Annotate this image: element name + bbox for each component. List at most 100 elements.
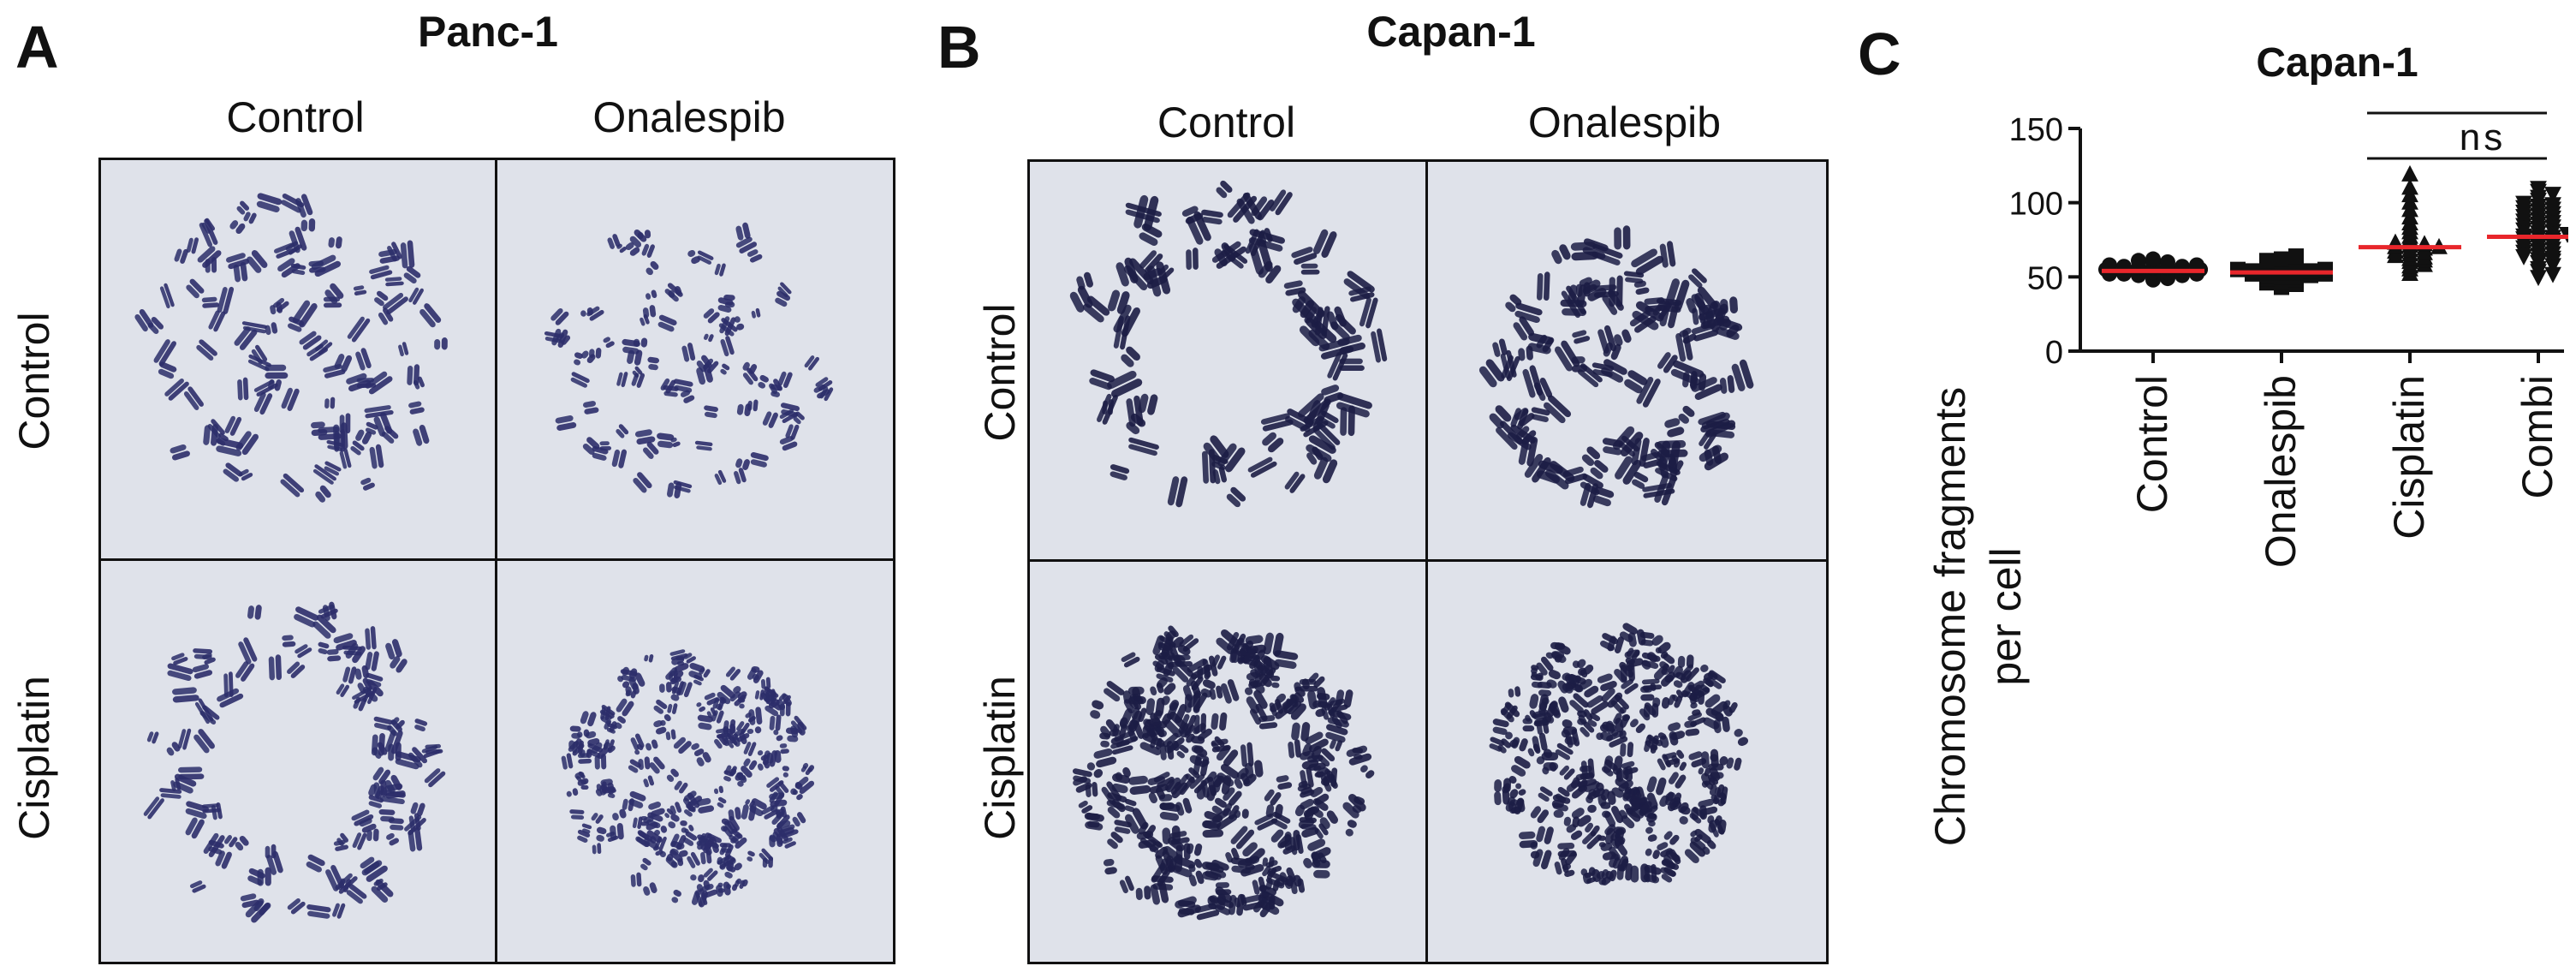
chromosome [292,300,318,328]
chromosome [772,730,782,742]
chromosome [757,750,768,761]
chromosome [1212,466,1228,485]
chromosome [634,830,652,847]
chromosome [621,338,640,355]
chromosome [566,788,578,797]
chromosome [173,773,197,794]
chromosome [216,438,244,456]
chromosome [1243,646,1266,670]
chromosome [632,366,642,378]
chromosome [369,444,384,469]
chromosome [1673,671,1687,689]
chromosome [702,358,718,373]
chromosome [203,832,225,857]
chromosome [1101,781,1122,805]
chromosome [1698,430,1717,450]
chromosome [192,664,213,679]
chromosome [1313,456,1338,484]
chromosome [1163,625,1179,642]
chromosome [743,742,756,756]
chromosome [328,236,342,249]
chromosome [1657,842,1673,857]
chromosome [315,485,331,503]
chromosome [1260,413,1294,432]
chromosome [306,854,325,873]
chromosome [1093,748,1117,768]
chromosome [606,722,617,734]
chromosome [166,742,181,756]
chromosome [1579,678,1599,698]
chromosome [777,371,793,388]
chromosome [1621,760,1639,776]
chromosome [1108,289,1130,314]
chromosome [207,419,225,438]
chromosome [1359,297,1378,329]
chromosome [1660,859,1680,877]
data-point [2544,197,2561,214]
chromosome [1230,826,1255,850]
chromosome [257,867,271,886]
chromosome [792,812,806,827]
chromosome [1221,679,1240,704]
chromosome [1211,654,1227,670]
chromosome [225,253,250,270]
chromosome [652,699,667,714]
chromosome [1179,723,1195,738]
chromosome [1179,634,1199,652]
chromosome [1679,327,1697,344]
chromosome [1538,786,1553,802]
chromosome [630,872,641,887]
chromosome [1511,755,1531,777]
chromosome [183,386,204,410]
chromosome [606,234,621,249]
chromosome [384,730,403,754]
chromosome [1176,744,1189,759]
chromosome [324,397,336,409]
chromosome [1597,673,1617,692]
chromosome [1089,369,1115,391]
chromosome [1559,765,1575,780]
chromosome [725,666,741,681]
chromosome [580,350,596,364]
chromosome [1227,192,1258,223]
chromosome [561,753,573,770]
chromosome [1572,330,1591,344]
chromosome [690,742,704,756]
chromosome [1274,650,1299,669]
chromosome [779,408,798,424]
y-tick-label: 100 [2009,187,2063,223]
chromosome [1371,328,1388,363]
y-tick-label: 50 [2027,260,2063,296]
chromosome [403,265,421,284]
chromosome [658,682,672,693]
chromosome [628,790,645,808]
chromosome [1518,831,1538,849]
chromosome [643,653,653,663]
chromosome [632,816,642,829]
panel-a-image-control-control [101,160,497,561]
chromosome [778,693,791,705]
chromosome [1201,209,1223,225]
chromosome [1562,674,1580,694]
chromosome [311,254,342,277]
chromosome [1657,352,1678,373]
chromosome [1641,652,1661,670]
chromosome [1299,317,1327,347]
chromosome [1641,678,1663,691]
chromosome [306,343,328,361]
chromosome [550,307,568,325]
chromosome [683,653,696,664]
chromosome [378,307,394,325]
panel-c-letter: C [1858,21,1901,87]
chromosome [764,699,782,717]
chromosome [1591,362,1615,378]
chromosome [1551,642,1571,664]
chromosome [1577,710,1587,725]
chromosome [1319,810,1338,830]
chromosome [1610,694,1629,714]
chromosome [1310,786,1330,805]
chromosome [233,261,248,283]
chromosome [1177,899,1196,915]
chromosome [253,391,273,415]
chromosome [648,756,665,774]
